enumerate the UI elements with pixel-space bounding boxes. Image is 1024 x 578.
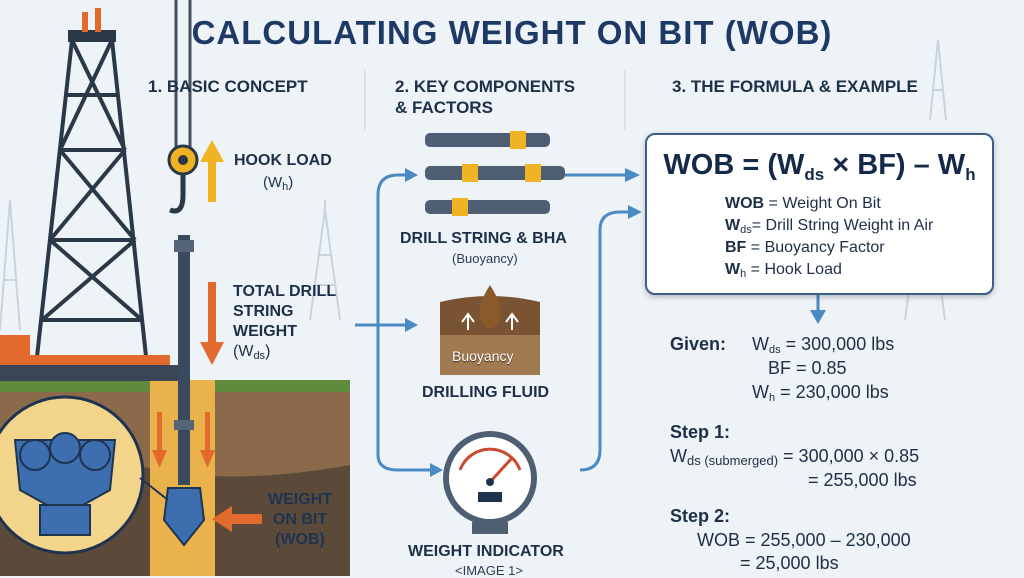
derrick-icon — [33, 38, 150, 376]
hook-block-icon — [167, 144, 199, 214]
given-wh: Wh = 230,000 lbs — [752, 382, 889, 404]
drill-string-label: DRILL STRING & BHA — [400, 230, 567, 247]
section-key-components: 2. KEY COMPONENTS — [395, 77, 576, 96]
drill-string-note: (Buoyancy) — [452, 251, 518, 266]
legend-wds: Wds= Drill String Weight in Air — [725, 217, 934, 236]
hook-load-arrow — [200, 140, 224, 202]
step1-equation: Wds (submerged) = 300,000 × 0.85 — [670, 446, 920, 468]
buoyancy-tag: Buoyancy — [452, 348, 514, 364]
drilling-fluid-label: DRILLING FLUID — [422, 384, 550, 401]
step2-label: Step 2: — [670, 506, 731, 526]
section-key-components-line2: & FACTORS — [395, 98, 493, 117]
legend-bf: BF = Buoyancy Factor — [725, 239, 885, 256]
legend-wh: Wh = Hook Load — [725, 261, 842, 280]
tricone-bit-icon — [13, 432, 117, 536]
hook-load-symbol: (Wh) — [263, 174, 294, 193]
weight-indicator-gauge-icon — [443, 431, 537, 534]
legend-wob: WOB = Weight On Bit — [725, 195, 881, 212]
given-bf: BF = 0.85 — [768, 358, 847, 378]
rig-platform — [20, 355, 170, 365]
drill-string — [178, 235, 190, 485]
drill-bit-icon — [162, 487, 206, 547]
step1-label: Step 1: — [670, 422, 731, 442]
drilling-fluid-icon — [440, 285, 540, 375]
section-formula-example: 3. THE FORMULA & EXAMPLE — [672, 77, 918, 96]
step1-result: = 255,000 lbs — [808, 470, 917, 490]
formula-box: WOB = (Wds × BF) – Wh WOB = Weight On Bi… — [645, 133, 994, 295]
wob-arrow — [212, 506, 262, 532]
image-note: <IMAGE 1> — [455, 563, 523, 578]
string-weight-arrow — [200, 282, 224, 365]
downforce-arrows — [152, 412, 215, 468]
hook-load-label: HOOK LOAD — [234, 152, 332, 169]
given-label: Given: — [670, 334, 727, 354]
page-title: CALCULATING WEIGHT ON BIT (WOB) — [191, 14, 833, 51]
pipe-icons — [425, 131, 565, 216]
step2-equation: WOB = 255,000 – 230,000 — [697, 530, 911, 550]
rig-floor — [0, 365, 185, 381]
given-wds: Wds = 300,000 lbs — [752, 334, 895, 356]
wob-formula: WOB = (Wds × BF) – Wh — [663, 149, 976, 184]
flow-arrows — [355, 173, 820, 472]
weight-indicator-label: WEIGHT INDICATOR — [408, 543, 564, 560]
step2-result: = 25,000 lbs — [740, 553, 839, 573]
mud-tank — [0, 335, 30, 365]
section-basic-concept: 1. BASIC CONCEPT — [148, 77, 308, 96]
